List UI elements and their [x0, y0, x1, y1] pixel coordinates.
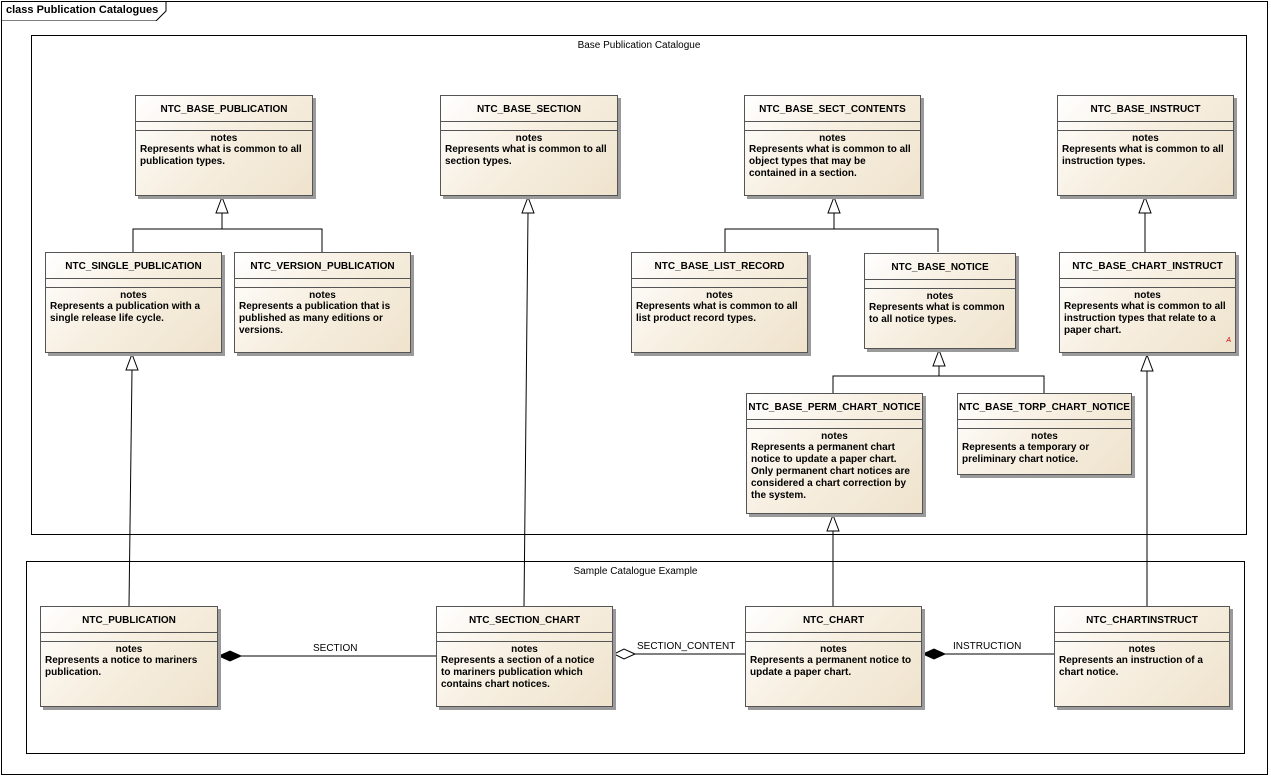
class-notes: Represents what is common to all instruc… — [1064, 301, 1226, 336]
class-notes: Represents a permanent notice to update … — [750, 655, 912, 678]
package-title: Sample Catalogue Example — [573, 566, 698, 577]
notes-heading: notes — [309, 290, 336, 301]
notes-heading: notes — [706, 290, 733, 301]
notes-heading: notes — [820, 644, 847, 655]
notes-heading: notes — [1031, 431, 1058, 442]
notes-heading: notes — [1134, 290, 1161, 301]
class-name: NTC_SECTION_CHART — [437, 607, 612, 633]
class-ntc-chart[interactable]: NTC_CHART notes Represents a permanent n… — [745, 606, 922, 707]
generalization-line — [724, 228, 939, 252]
class-notes: Represents a notice to mariners publicat… — [45, 655, 198, 678]
generalization-arrowhead — [827, 195, 841, 214]
class-name: NTC_BASE_CHART_INSTRUCT — [1060, 253, 1235, 279]
class-name: NTC_BASE_NOTICE — [865, 254, 1015, 280]
class-notes: Represents what is common to all list pr… — [636, 301, 798, 324]
notes-heading: notes — [1132, 133, 1159, 144]
class-notes: Represents a permanent chart notice to u… — [751, 442, 910, 501]
association-label-section-content: SECTION_CONTENT — [637, 641, 736, 652]
class-name: NTC_BASE_TORP_CHART_NOTICE — [958, 394, 1131, 420]
class-notes: Represents an instruction of a chart not… — [1059, 655, 1203, 678]
package-base-publication-catalogue[interactable]: Base Publication Catalogue — [31, 35, 1247, 535]
notes-heading: notes — [819, 133, 846, 144]
class-ntc-base-torp-chart-notice[interactable]: NTC_BASE_TORP_CHART_NOTICE notes Represe… — [957, 393, 1132, 475]
class-notes: Represents what is common to all instruc… — [1062, 144, 1224, 167]
notes-heading: notes — [210, 133, 238, 144]
class-ntc-base-sect-contents[interactable]: NTC_BASE_SECT_CONTENTS notes Represents … — [744, 95, 921, 196]
notes-heading: notes — [511, 644, 538, 655]
class-notes: Represents a section of a notice to mari… — [441, 655, 595, 690]
frame-title: class Publication Catalogues — [6, 4, 159, 16]
class-notes: Represents what is common to all notice … — [869, 302, 1005, 325]
class-ntc-version-publication[interactable]: NTC_VERSION_PUBLICATION notes Represents… — [234, 252, 411, 353]
class-ntc-base-notice[interactable]: NTC_BASE_NOTICE notes Represents what is… — [864, 253, 1016, 349]
class-ntc-base-list-record[interactable]: NTC_BASE_LIST_RECORD notes Represents wh… — [631, 252, 808, 353]
notes-heading: notes — [926, 291, 954, 302]
class-name: NTC_BASE_SECTION — [441, 96, 617, 122]
generalization-arrowhead — [521, 195, 535, 214]
aggregation-diamond — [612, 648, 637, 660]
generalization-line — [523, 212, 529, 607]
class-name: NTC_CHARTINSTRUCT — [1055, 607, 1229, 633]
class-name: NTC_PUBLICATION — [41, 607, 217, 633]
association-label-instruction: INSTRUCTION — [953, 641, 1022, 652]
notes-heading: notes — [120, 290, 147, 301]
class-name: NTC_VERSION_PUBLICATION — [235, 253, 410, 279]
package-sample-catalogue-example[interactable]: Sample Catalogue Example — [26, 561, 1245, 754]
generalization-arrowhead — [1138, 195, 1152, 214]
generalization-line — [132, 228, 323, 252]
notes-heading: notes — [821, 431, 848, 442]
class-name: NTC_BASE_PUBLICATION — [136, 96, 312, 122]
class-ntc-base-publication[interactable]: NTC_BASE_PUBLICATION notes Represents wh… — [135, 95, 313, 196]
class-notes: Represents a temporary or preliminary ch… — [962, 442, 1090, 465]
generalization-arrowhead — [1140, 353, 1154, 372]
generalization-arrowhead — [932, 348, 946, 367]
generalization-arrowhead — [826, 513, 840, 532]
notes-heading: notes — [115, 644, 143, 655]
notes-heading: notes — [1128, 644, 1156, 655]
class-name: NTC_BASE_INSTRUCT — [1058, 96, 1233, 122]
attachment-marker: A — [1226, 337, 1231, 344]
class-ntc-base-perm-chart-notice[interactable]: NTC_BASE_PERM_CHART_NOTICE notes Represe… — [746, 393, 923, 514]
class-notes: Represents a publication that is publish… — [239, 301, 391, 336]
class-name: NTC_SINGLE_PUBLICATION — [46, 253, 221, 279]
class-name: NTC_BASE_PERM_CHART_NOTICE — [747, 394, 922, 420]
composition-diamond — [217, 650, 243, 662]
class-notes: Represents a publication with a single r… — [50, 301, 201, 324]
class-notes: Represents what is common to all object … — [749, 144, 911, 179]
package-title: Base Publication Catalogue — [577, 40, 701, 51]
class-name: NTC_BASE_SECT_CONTENTS — [745, 96, 920, 122]
association-label-section: SECTION — [313, 643, 358, 654]
class-ntc-publication[interactable]: NTC_PUBLICATION notes Represents a notic… — [40, 606, 218, 707]
class-ntc-base-instruct[interactable]: NTC_BASE_INSTRUCT notes Represents what … — [1057, 95, 1234, 196]
class-ntc-base-chart-instruct[interactable]: NTC_BASE_CHART_INSTRUCT notes Represents… — [1059, 252, 1236, 353]
notes-heading: notes — [515, 133, 543, 144]
class-ntc-single-publication[interactable]: NTC_SINGLE_PUBLICATION notes Represents … — [45, 252, 222, 353]
class-notes: Represents what is common to all section… — [445, 144, 607, 167]
frame-tab — [1, 1, 167, 21]
generalization-arrowhead — [125, 352, 139, 371]
class-ntc-section-chart[interactable]: NTC_SECTION_CHART notes Represents a sec… — [436, 606, 613, 707]
class-ntc-chartinstruct[interactable]: NTC_CHARTINSTRUCT notes Represents an in… — [1054, 606, 1230, 707]
class-name: NTC_BASE_LIST_RECORD — [632, 253, 807, 279]
generalization-line — [128, 369, 133, 607]
class-ntc-base-section[interactable]: NTC_BASE_SECTION notes Represents what i… — [440, 95, 618, 196]
generalization-line — [832, 375, 1045, 393]
class-name: NTC_CHART — [746, 607, 921, 633]
generalization-arrowhead — [215, 195, 229, 214]
class-notes: Represents what is common to all publica… — [140, 144, 302, 167]
composition-diamond — [921, 648, 947, 660]
